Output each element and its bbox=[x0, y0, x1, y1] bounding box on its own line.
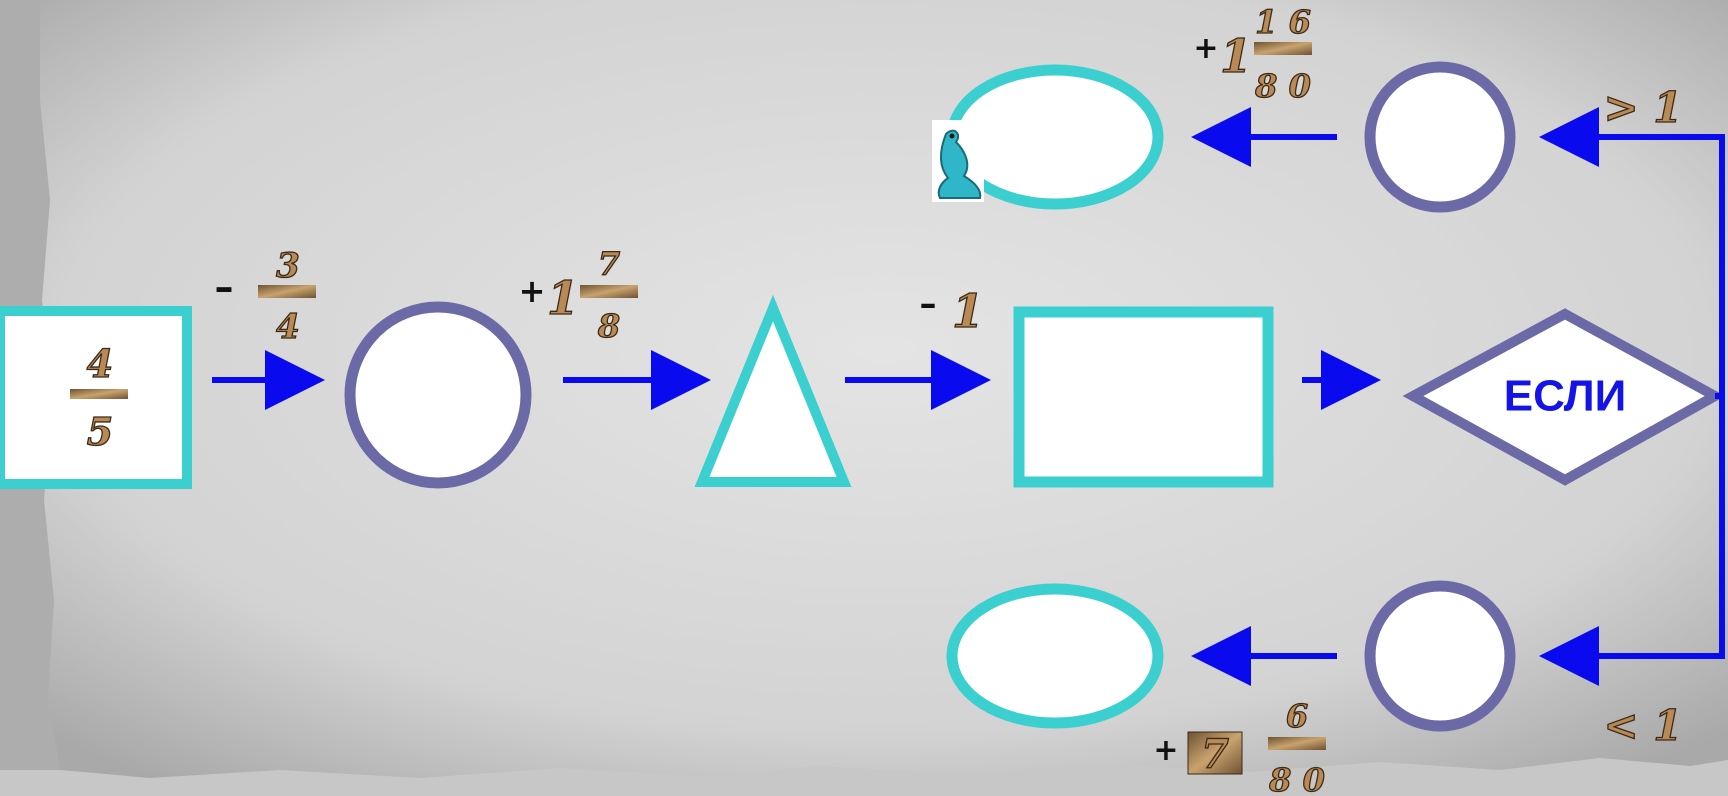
branch-connector bbox=[1539, 107, 1725, 399]
lt-whole: 7 bbox=[1201, 731, 1229, 778]
start-fraction-bar bbox=[70, 389, 128, 399]
gt-fraction-bar bbox=[1254, 42, 1312, 55]
start-denominator: 5 bbox=[87, 409, 113, 454]
step3-op: – bbox=[920, 284, 937, 324]
gt-numerator: 1 6 bbox=[1255, 3, 1311, 41]
lt-fraction-bar bbox=[1268, 737, 1326, 750]
lt-op: + bbox=[1153, 733, 1178, 768]
circle-node-1[interactable] bbox=[344, 301, 532, 489]
rectangle-node[interactable] bbox=[1013, 306, 1274, 488]
step2-op: + bbox=[519, 272, 546, 310]
gt-denominator: 8 0 bbox=[1254, 67, 1311, 105]
triangle-node[interactable] bbox=[694, 294, 852, 487]
lt-numerator: 6 bbox=[1286, 697, 1308, 735]
step2-fraction-bar bbox=[580, 285, 638, 298]
start-numerator: 4 bbox=[87, 341, 113, 386]
branch-connector-lower bbox=[1539, 396, 1725, 686]
step1-denominator: 4 bbox=[276, 307, 300, 347]
step1-numerator: 3 bbox=[276, 246, 300, 286]
result-ellipse-lower[interactable] bbox=[946, 583, 1164, 729]
gt-condition: > 1 bbox=[1603, 83, 1682, 132]
decision-label: ЕСЛИ bbox=[1504, 372, 1627, 421]
dinosaur-icon bbox=[932, 120, 984, 202]
circle-node-lower[interactable] bbox=[1364, 580, 1516, 732]
decision-diamond[interactable] bbox=[1402, 308, 1726, 486]
circle-node-upper[interactable] bbox=[1364, 61, 1516, 213]
paper-sheet bbox=[40, 0, 1728, 778]
step2-denominator: 8 bbox=[597, 307, 620, 345]
step1-fraction-bar bbox=[258, 285, 316, 298]
lt-denominator: 8 0 bbox=[1268, 761, 1325, 796]
step2-whole: 1 bbox=[547, 271, 579, 325]
gt-whole: 1 bbox=[1220, 29, 1252, 83]
step3-whole: 1 bbox=[952, 284, 984, 338]
lt-whole-tile bbox=[1187, 731, 1243, 775]
lt-condition: < 1 bbox=[1603, 701, 1682, 750]
gt-op: + bbox=[1193, 31, 1218, 66]
step1-op: – bbox=[215, 265, 234, 309]
step2-numerator: 7 bbox=[598, 245, 620, 283]
